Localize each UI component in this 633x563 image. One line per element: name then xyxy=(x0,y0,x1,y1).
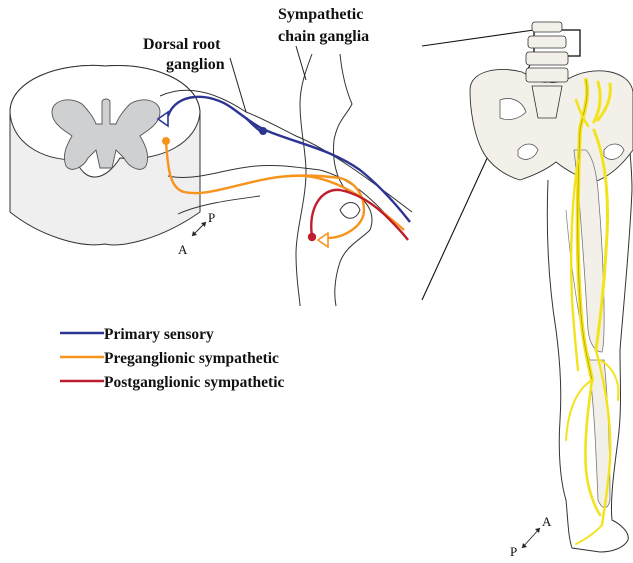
scg-label-line1: Sympathetic xyxy=(278,6,363,23)
preganglionic-terminal xyxy=(318,233,328,247)
legend-label-sensory: Primary sensory xyxy=(104,326,214,343)
vertebra-4 xyxy=(526,68,568,82)
orientation-right: A P xyxy=(510,514,552,558)
scg-leader xyxy=(296,46,306,80)
lower-body xyxy=(470,22,633,552)
sympathetic-trunk-right xyxy=(334,54,372,306)
orient-right-a: A xyxy=(542,514,552,529)
orient-left-a: A xyxy=(178,242,188,257)
orient-left-p: P xyxy=(208,210,215,225)
vertebra-3 xyxy=(526,52,568,65)
chain-ganglion-notch xyxy=(340,203,360,219)
drg-label-line1: Dorsal root xyxy=(143,36,221,53)
zoom-line-top xyxy=(422,30,534,46)
drg-label-line2: ganglion xyxy=(166,56,225,73)
primary-sensory-path xyxy=(168,97,410,222)
spinal-nerve-outline-bottom xyxy=(320,170,404,236)
postganglionic-cell-body xyxy=(308,233,316,241)
vertebra-2 xyxy=(528,36,566,48)
scg-label-line2: chain ganglia xyxy=(278,28,369,45)
vertebra-1 xyxy=(532,22,562,32)
legend: Primary sensory Preganglionic sympatheti… xyxy=(60,326,285,391)
spinal-cord-section xyxy=(10,65,260,245)
legend-label-postganglionic: Postganglionic sympathetic xyxy=(104,374,285,391)
preganglionic-cell-body xyxy=(162,137,170,145)
legend-label-preganglionic: Preganglionic sympathetic xyxy=(104,350,279,367)
sympathetic-chain xyxy=(296,54,372,306)
orient-right-p: P xyxy=(510,544,517,558)
sensory-cell-body xyxy=(259,127,267,135)
sympathetic-trunk-left xyxy=(296,54,312,306)
